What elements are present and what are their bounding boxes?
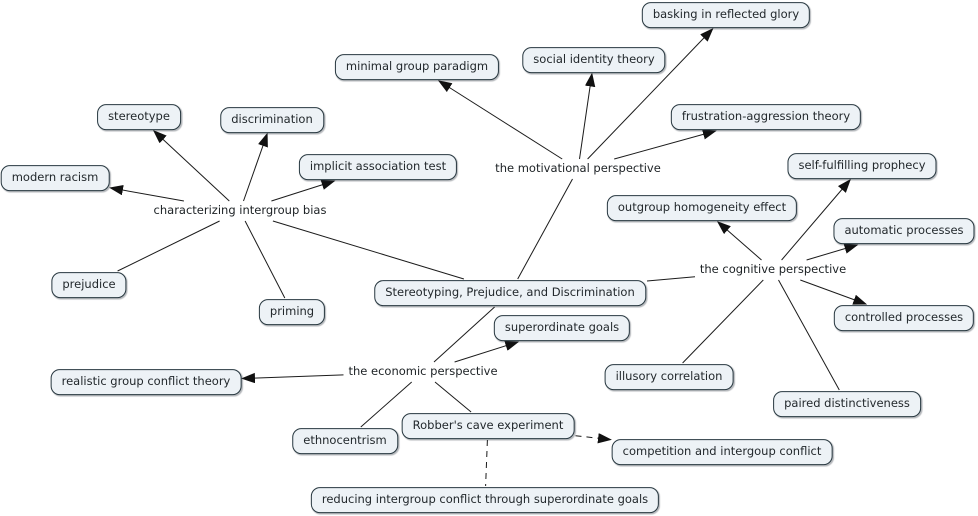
edge-motivational-minimal-arrow — [439, 81, 563, 160]
edge-cognitive-controlled-arrow — [800, 279, 866, 304]
edge-motivational-frustration-arrow — [614, 131, 715, 160]
concept-node-automatic[interactable]: automatic processes — [833, 218, 975, 244]
edge-characterizing-discrimination-arrow — [243, 134, 268, 202]
concept-node-paired[interactable]: paired distinctiveness — [773, 391, 921, 417]
edge-central-economic — [433, 306, 495, 363]
edge-central-characterizing — [272, 220, 465, 280]
edge-cognitive-paired — [778, 279, 840, 391]
concept-node-modernracism[interactable]: modern racism — [0, 165, 110, 191]
concept-node-robbers[interactable]: Robber's cave experiment — [401, 413, 575, 439]
concept-node-competition[interactable]: competition and intergoup conflict — [611, 439, 833, 465]
edge-economic-robbers — [434, 381, 472, 413]
linking-phrase-characterizing[interactable]: characterizing intergroup bias — [150, 203, 330, 219]
edge-characterizing-stereotype-arrow — [154, 131, 230, 202]
edge-economic-realistic-arrow — [243, 375, 344, 379]
concept-node-social[interactable]: social identity theory — [522, 47, 666, 73]
linking-phrase-economic[interactable]: the economic perspective — [345, 364, 501, 380]
edge-cognitive-selffulfilling-arrow — [781, 180, 850, 261]
edge-economic-superordinate-arrow — [454, 342, 518, 363]
concept-node-controlled[interactable]: controlled processes — [833, 305, 975, 331]
concept-node-priming[interactable]: priming — [258, 299, 326, 325]
linking-phrase-cognitive[interactable]: the cognitive perspective — [696, 262, 850, 278]
concept-node-discrimination[interactable]: discrimination — [220, 107, 324, 133]
concept-node-reducing[interactable]: reducing intergroup conflict through sup… — [310, 487, 660, 513]
concept-node-ethnocentrism[interactable]: ethnocentrism — [292, 428, 398, 454]
edge-characterizing-priming — [244, 220, 286, 299]
linking-phrase-motivational[interactable]: the motivational perspective — [492, 161, 664, 177]
edge-cognitive-outgroup-arrow — [718, 222, 762, 261]
edge-economic-ethnocentrism — [360, 381, 413, 428]
concept-node-stereotype[interactable]: stereotype — [97, 104, 181, 130]
concept-node-central[interactable]: Stereotyping, Prejudice, and Discriminat… — [374, 280, 646, 306]
edge-characterizing-modernracism-arrow — [111, 188, 184, 202]
edge-characterizing-implicit-arrow — [271, 181, 334, 202]
edge-motivational-basking-arrow — [587, 29, 713, 160]
concept-node-realistic[interactable]: realistic group conflict theory — [50, 369, 242, 395]
concept-node-selffulfilling[interactable]: self-fulfilling prophecy — [787, 153, 937, 179]
concept-node-superordinate[interactable]: superordinate goals — [493, 315, 631, 341]
concept-node-basking[interactable]: basking in reflected glory — [641, 2, 811, 28]
edge-robbers-reducing — [485, 439, 488, 487]
edge-central-cognitive — [646, 276, 696, 282]
edge-motivational-social-arrow — [579, 74, 592, 160]
edge-cognitive-automatic-arrow — [806, 245, 857, 261]
concept-node-illusory[interactable]: illusory correlation — [604, 364, 734, 390]
edge-central-motivational — [517, 178, 573, 280]
edge-characterizing-prejudice — [117, 220, 220, 272]
concept-node-outgroup[interactable]: outgroup homogeneity effect — [606, 195, 798, 221]
concept-node-implicit[interactable]: implicit association test — [298, 154, 458, 180]
concept-node-frustration[interactable]: frustration-aggression theory — [670, 104, 862, 130]
edge-robbers-competition-arrow — [575, 436, 611, 440]
concept-node-minimal[interactable]: minimal group paradigm — [334, 54, 500, 80]
edge-cognitive-illusory — [682, 279, 764, 364]
concept-node-prejudice[interactable]: prejudice — [51, 272, 127, 298]
